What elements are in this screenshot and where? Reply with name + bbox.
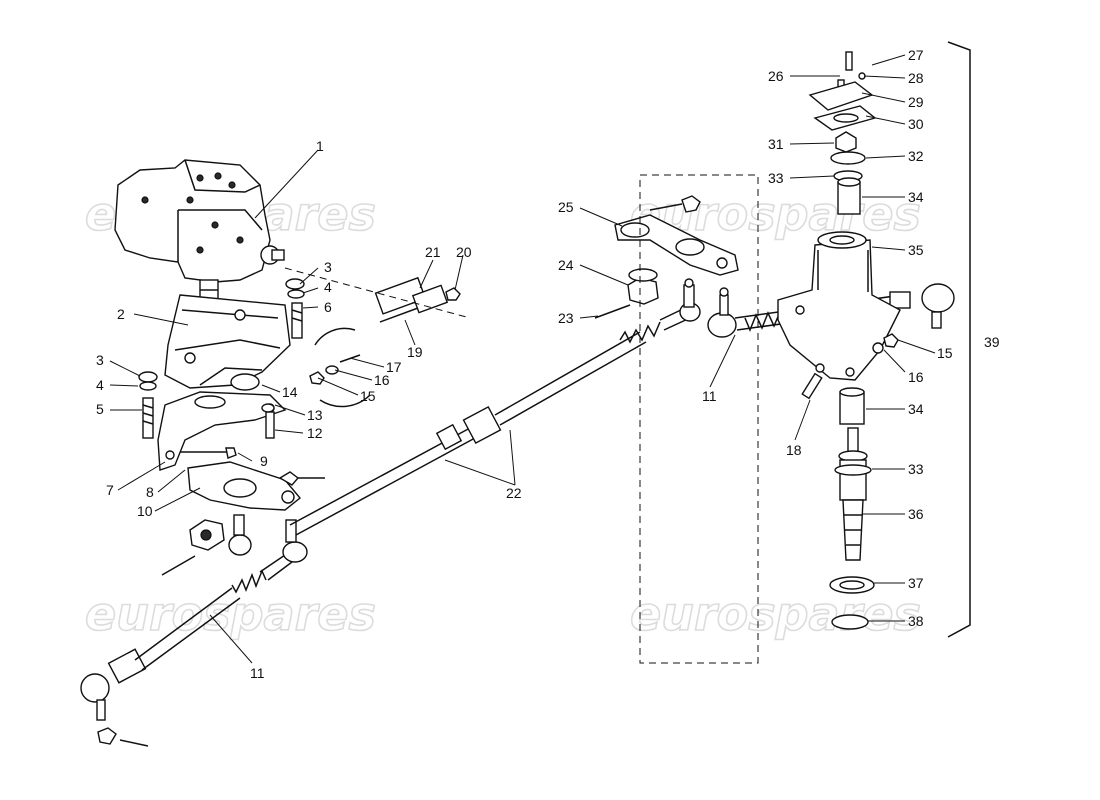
callout-33a: 33 xyxy=(768,170,784,186)
callout-37: 37 xyxy=(908,575,924,591)
callout-19: 19 xyxy=(407,344,423,360)
callout-34a: 34 xyxy=(908,189,924,205)
leader-lines xyxy=(109,54,936,664)
callout-23: 23 xyxy=(558,310,574,326)
callout-5: 5 xyxy=(96,401,104,417)
callout-8: 8 xyxy=(146,484,154,500)
callout-38: 38 xyxy=(908,613,924,629)
callout-labels: 1 2 3 4 6 3 4 5 7 8 9 10 11 11 12 13 14 … xyxy=(96,47,1000,681)
right-fasteners xyxy=(872,333,899,354)
watermark-bottom-left: eurospares xyxy=(85,587,376,641)
callout-27: 27 xyxy=(908,47,924,63)
center-link xyxy=(289,278,701,536)
callout-16a: 16 xyxy=(374,372,390,388)
callout-18: 18 xyxy=(786,442,802,458)
callout-36: 36 xyxy=(908,506,924,522)
callout-24: 24 xyxy=(558,257,574,273)
callout-22: 22 xyxy=(506,485,522,501)
steering-knuckle xyxy=(777,51,901,381)
callout-28: 28 xyxy=(908,70,924,86)
callout-11b: 11 xyxy=(702,388,717,404)
group-bracket-39 xyxy=(947,41,971,638)
callout-15b: 15 xyxy=(937,345,953,361)
callout-4b: 4 xyxy=(96,377,104,393)
callout-35: 35 xyxy=(908,242,924,258)
callout-32: 32 xyxy=(908,148,924,164)
watermark-bottom-right: eurospares xyxy=(630,587,921,641)
callout-14: 14 xyxy=(282,384,298,400)
left-fasteners xyxy=(138,278,305,439)
callout-31: 31 xyxy=(768,136,784,152)
idler-arm xyxy=(594,174,759,664)
callout-12: 12 xyxy=(307,425,323,441)
steering-box xyxy=(114,159,285,321)
callout-29: 29 xyxy=(908,94,924,110)
callout-34b: 34 xyxy=(908,401,924,417)
callout-20: 20 xyxy=(456,244,472,260)
callout-16b: 16 xyxy=(908,369,924,385)
lower-plate xyxy=(157,391,287,471)
callout-6: 6 xyxy=(324,299,332,315)
kingpin-stack xyxy=(801,372,875,630)
callout-13: 13 xyxy=(307,407,323,423)
callout-3: 3 xyxy=(324,259,332,275)
callout-9: 9 xyxy=(260,453,268,469)
callout-21: 21 xyxy=(425,244,441,260)
callout-39: 39 xyxy=(984,334,1000,350)
callout-2: 2 xyxy=(117,306,125,322)
pitman-arm xyxy=(161,447,325,576)
steering-coupling xyxy=(284,267,471,408)
callout-25: 25 xyxy=(558,199,574,215)
callout-1: 1 xyxy=(316,138,324,154)
callout-30: 30 xyxy=(908,116,924,132)
callout-26: 26 xyxy=(768,68,784,84)
callout-7: 7 xyxy=(106,482,114,498)
callout-11a: 11 xyxy=(250,665,265,681)
mounting-bracket xyxy=(164,294,291,391)
callout-3b: 3 xyxy=(96,352,104,368)
left-tie-rod xyxy=(80,514,308,747)
callout-33b: 33 xyxy=(908,461,924,477)
callout-15a: 15 xyxy=(360,388,376,404)
callout-4: 4 xyxy=(324,279,332,295)
callout-17: 17 xyxy=(386,359,402,375)
callout-10: 10 xyxy=(137,503,153,519)
